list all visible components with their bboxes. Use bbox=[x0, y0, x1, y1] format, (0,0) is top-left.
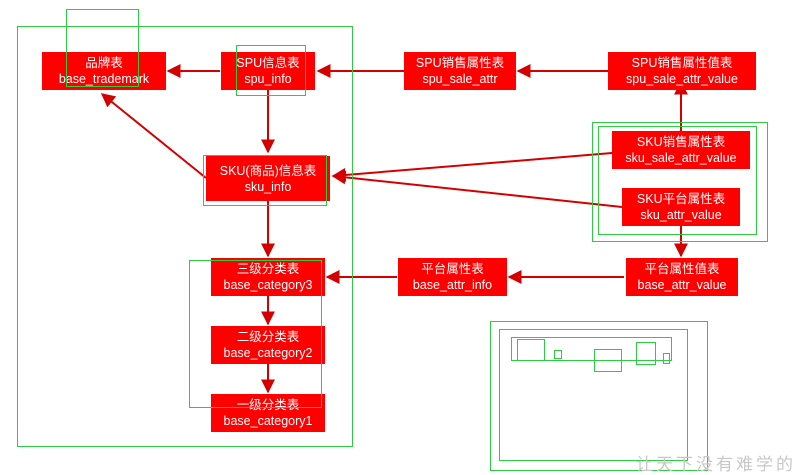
table-base-category1: 一级分类表 base_category1 bbox=[211, 394, 325, 432]
arrow-sku-info-to-trademark bbox=[100, 93, 207, 179]
table-base-attr-value: 平台属性值表 base_attr_value bbox=[626, 258, 738, 296]
watermark-text: 让天下没有难学的 bbox=[636, 455, 796, 475]
table-title: SKU销售属性表 bbox=[636, 135, 726, 149]
annotation-box-small-e bbox=[663, 353, 670, 364]
table-name: sku_sale_attr_value bbox=[625, 151, 737, 165]
annotation-box-sku-attrs-outer bbox=[592, 122, 768, 242]
table-title: 平台属性表 bbox=[421, 262, 484, 276]
table-sku-attr-value: SKU平台属性表 sku_attr_value bbox=[622, 188, 740, 226]
arrow-sku-attr-value-to-sku-info bbox=[331, 170, 623, 208]
table-name: spu_info bbox=[244, 72, 292, 86]
annotation-box-categories bbox=[189, 260, 322, 408]
table-base-category2: 二级分类表 base_category2 bbox=[211, 326, 325, 364]
table-name: base_category2 bbox=[223, 346, 313, 360]
table-spu-sale-attr: SPU销售属性表 spu_sale_attr bbox=[404, 52, 516, 90]
table-name: base_attr_value bbox=[637, 278, 727, 292]
table-spu-sale-attr-value: SPU销售属性值表 spu_sale_attr_value bbox=[608, 52, 756, 90]
table-title: 平台属性值表 bbox=[644, 262, 720, 276]
annotation-box-small-b bbox=[554, 350, 562, 359]
table-name: spu_sale_attr_value bbox=[626, 72, 738, 86]
table-base-category3: 三级分类表 base_category3 bbox=[211, 258, 325, 296]
table-title: SPU销售属性表 bbox=[415, 56, 505, 70]
table-title: 三级分类表 bbox=[236, 262, 300, 276]
annotation-box-small-a bbox=[517, 339, 545, 361]
annotation-box-small-d bbox=[636, 342, 656, 365]
annotation-box-bottom-right-inner bbox=[499, 329, 688, 461]
table-sku-sale-attr-value: SKU销售属性表 sku_sale_attr_value bbox=[612, 131, 750, 169]
annotation-box-bottom-right bbox=[490, 321, 708, 471]
table-name: base_category3 bbox=[223, 278, 313, 292]
table-name: base_category1 bbox=[223, 414, 313, 428]
table-title: 二级分类表 bbox=[236, 330, 300, 344]
annotation-box-sku-info bbox=[203, 155, 327, 206]
table-title: 一级分类表 bbox=[236, 398, 300, 412]
table-title: SPU销售属性值表 bbox=[631, 56, 733, 70]
table-sku-info: SKU(商品)信息表 sku_info bbox=[206, 156, 330, 201]
table-base-trademark: 品牌表 base_trademark bbox=[42, 52, 166, 90]
table-base-attr-info: 平台属性表 base_attr_info bbox=[398, 258, 507, 296]
annotation-box-small-bar bbox=[511, 337, 672, 361]
arrow-sku-sale-attr-value-to-sku-info bbox=[331, 152, 613, 182]
annotation-box-small-c bbox=[594, 349, 622, 372]
annotation-box-trademark bbox=[66, 9, 139, 87]
annotation-box-sku-attrs-inner bbox=[598, 126, 757, 235]
table-title: SPU信息表 bbox=[236, 56, 300, 70]
table-name: base_trademark bbox=[58, 72, 150, 86]
table-title: SKU(商品)信息表 bbox=[219, 163, 317, 178]
table-name: sku_info bbox=[244, 179, 292, 194]
annotation-box-spu-info bbox=[236, 45, 306, 96]
table-title: 品牌表 bbox=[85, 56, 123, 70]
table-name: base_attr_info bbox=[412, 278, 493, 292]
table-title: SKU平台属性表 bbox=[636, 192, 726, 206]
annotation-box-main bbox=[17, 26, 353, 447]
table-name: spu_sale_attr bbox=[422, 72, 498, 86]
table-name: sku_attr_value bbox=[640, 208, 722, 222]
